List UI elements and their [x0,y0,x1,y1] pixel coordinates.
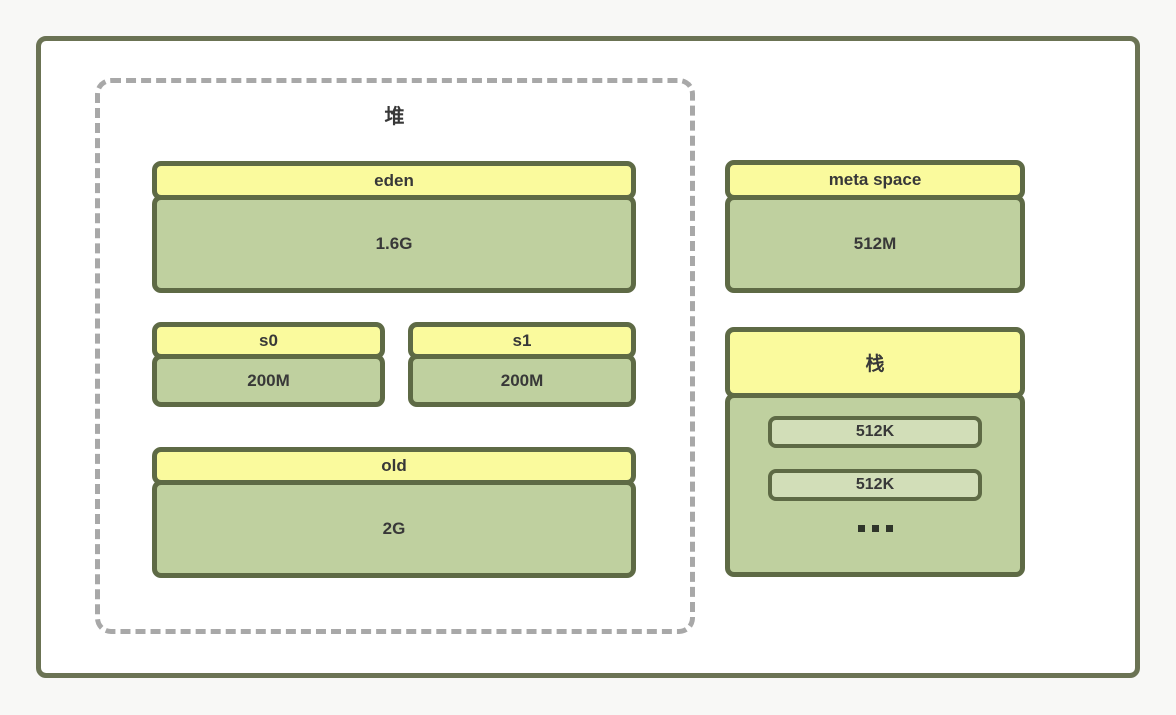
s0-box: s0 200M [152,322,385,407]
eden-box: eden 1.6G [152,161,636,293]
meta-space-box-value: 512M [725,195,1025,293]
meta-space-box: meta space 512M [725,160,1025,293]
s0-box-value: 200M [152,354,385,407]
old-box: old 2G [152,447,636,578]
meta-space-box-title: meta space [725,160,1025,200]
s1-box-title: s1 [408,322,636,359]
stack-box: 栈 512K 512K [725,327,1025,577]
s1-box-value: 200M [408,354,636,407]
heap-region-label: 堆 [384,106,406,128]
stack-frame: 512K [768,416,982,448]
stack-frame: 512K [768,469,982,501]
old-box-title: old [152,447,636,485]
eden-box-title: eden [152,161,636,200]
s1-box: s1 200M [408,322,636,407]
stack-box-title: 栈 [725,327,1025,398]
stack-box-body: 512K 512K [725,393,1025,577]
eden-box-value: 1.6G [152,195,636,293]
old-box-value: 2G [152,480,636,578]
heap-region-dashed-border [95,78,695,634]
ellipsis-icon [857,525,893,532]
s0-box-title: s0 [152,322,385,359]
